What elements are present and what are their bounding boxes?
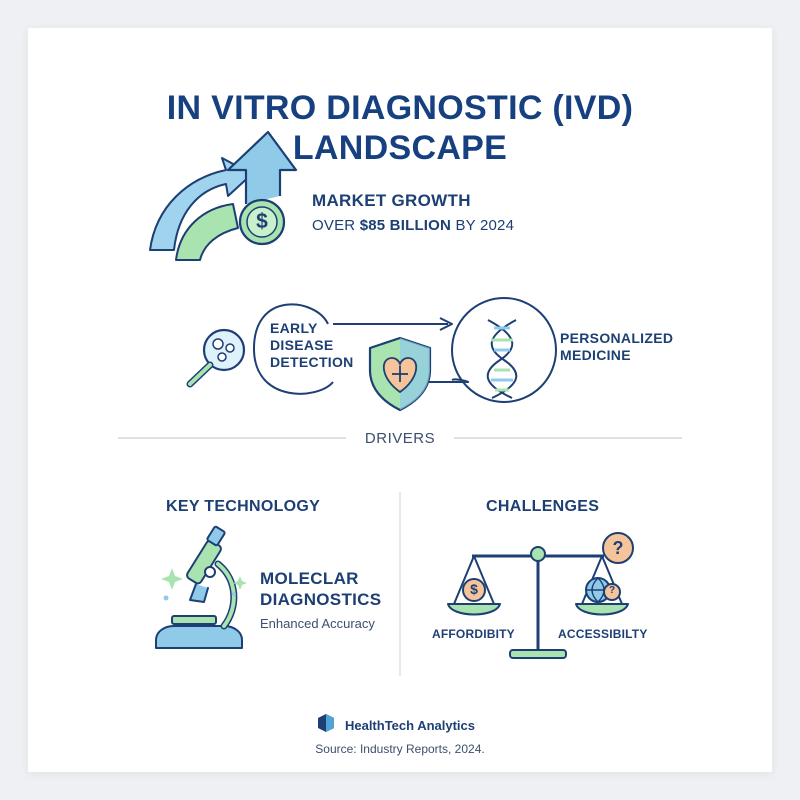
pm-line-2: MEDICINE (560, 347, 631, 363)
question-badge-icon: ? (612, 538, 624, 558)
dollar-coin-icon (238, 198, 286, 246)
early-line-3: DETECTION (270, 354, 354, 370)
brand-logo-icon (318, 714, 334, 732)
early-detection-label: EARLY DISEASE DETECTION (270, 320, 354, 371)
infographic-card: IN VITRO DIAGNOSTIC (IVD) LANDSCAPE (28, 28, 772, 772)
affordability-label: AFFORDIBITY (432, 627, 515, 641)
accessibility-label: ACCESSIBILTY (558, 627, 648, 641)
drivers-label: DRIVERS (364, 430, 436, 447)
title-line-2: LANDSCAPE (292, 129, 508, 167)
flow-return-line (408, 378, 470, 383)
flow-node-left (252, 303, 334, 395)
tech-line-1: MOLECLAR (260, 569, 359, 588)
shield-heart-icon (368, 336, 432, 412)
graphics-layer (118, 130, 682, 732)
magnifier-icon (186, 328, 246, 388)
tech-line-2: DIAGNOSTICS (260, 590, 382, 609)
microscope-icon (155, 525, 243, 649)
brand-name: HealthTech Analytics (344, 718, 476, 733)
market-growth-subtitle: OVER $85 BILLION BY 2024 (312, 217, 514, 234)
small-question-icon: ? (608, 585, 616, 596)
page-title: IN VITRO DIAGNOSTIC (IVD) LANDSCAPE (28, 88, 772, 168)
early-line-2: DISEASE (270, 337, 334, 353)
market-growth-title: MARKET GROWTH (312, 191, 471, 210)
scale-dollar-symbol: $ (470, 581, 478, 597)
enhanced-accuracy-label: Enhanced Accuracy (260, 616, 375, 631)
flow-diagram (186, 297, 557, 412)
key-technology-title: KEY TECHNOLOGY (166, 498, 321, 515)
growth-arrows-icon (149, 130, 298, 261)
market-sub-suffix: BY 2024 (451, 217, 515, 234)
sparkle-icon (161, 568, 247, 601)
title-line-1: IN VITRO DIAGNOSTIC (IVD) (166, 89, 634, 127)
brand-footer: HealthTech Analytics (28, 718, 772, 733)
coin-dollar-symbol: $ (256, 210, 268, 233)
personalized-medicine-label: PERSONALIZED MEDICINE (560, 330, 673, 364)
early-line-1: EARLY (270, 320, 318, 336)
market-sub-prefix: OVER (312, 217, 360, 234)
molecular-diagnostics-label: MOLECLAR DIAGNOSTICS (260, 568, 381, 610)
source-note: Source: Industry Reports, 2024. (315, 742, 485, 756)
market-sub-value: $85 BILLION (359, 217, 452, 234)
balance-scale-icon (447, 532, 634, 659)
dna-icon (486, 319, 518, 399)
pm-line-1: PERSONALIZED (560, 330, 674, 346)
challenges-title: CHALLENGES (486, 498, 600, 515)
